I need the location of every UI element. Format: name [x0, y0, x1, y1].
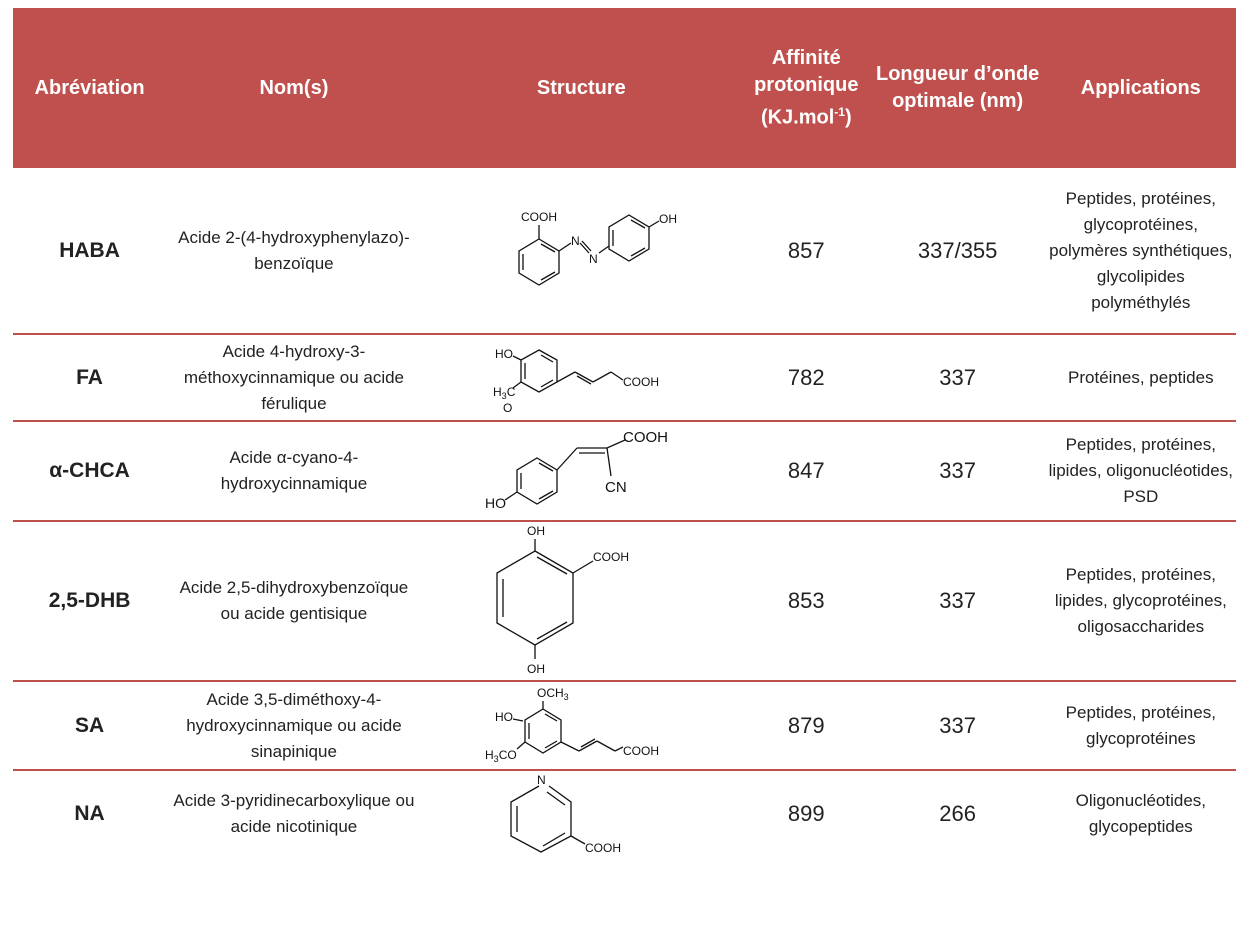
matrix-table: Abréviation Nom(s) Structure Affinité pr… [13, 8, 1236, 857]
sa-ho-label: HO [495, 710, 513, 724]
name-cell: Acide 2,5-dihydroxybenzoïque ou acide ge… [166, 521, 422, 682]
wavelength-cell: 337 [871, 681, 1044, 771]
abbreviation-cell: HABA [13, 168, 167, 335]
chca-cn-label: CN [605, 479, 627, 496]
dhb-oh-top-label: OH [527, 524, 545, 538]
affinity-cell: 853 [740, 521, 872, 682]
fa-h3c-label: H3C [493, 385, 516, 401]
header-row: Abréviation Nom(s) Structure Affinité pr… [13, 8, 1236, 168]
wavelength-cell: 337 [871, 334, 1044, 422]
applications-cell: Peptides, protéines, lipides, oligonuclé… [1043, 421, 1236, 522]
haba-oh-label: OH [659, 212, 677, 226]
header-structure: Structure [421, 8, 741, 168]
abbreviation-cell: α-CHCA [13, 421, 167, 522]
wavelength-cell: 337 [871, 421, 1044, 522]
structure-cell: COOH N N OH [421, 168, 741, 335]
structure-cell: OH COOH OH [421, 521, 741, 682]
dhb-oh-bottom-label: OH [527, 662, 545, 676]
abbreviation-cell: FA [13, 334, 167, 422]
table-row: HABA Acide 2-(4-hydroxyphenylazo)-benzoï… [13, 168, 1236, 335]
haba-n1-label: N [571, 234, 580, 248]
header-affinity-sup: -1 [834, 104, 845, 119]
haba-structure-icon: COOH N N OH [518, 210, 677, 286]
header-affinity-end: ) [844, 106, 852, 129]
abbreviation-cell: NA [74, 802, 105, 825]
applications-cell: Protéines, peptides [1043, 334, 1236, 422]
abbreviation-cell: SA [13, 681, 167, 771]
chca-ho-label: HO [485, 495, 506, 511]
name-cell: Acide 3,5-diméthoxy-4-hydroxycinnamique … [166, 681, 422, 771]
applications-cell: Oligonucléotides, glycopeptides [1075, 791, 1207, 836]
affinity-cell: 857 [740, 168, 872, 335]
affinity-cell: 879 [740, 681, 872, 771]
header-abbreviation: Abréviation [13, 8, 167, 168]
name-cell: Acide 2-(4-hydroxyphenylazo)-benzoïque [166, 168, 422, 335]
dhb-structure-icon: OH COOH OH [496, 524, 629, 676]
table-row: 2,5-DHB Acide 2,5-dihydroxybenzoïque ou … [13, 521, 1236, 682]
affinity-cell: 847 [740, 421, 872, 522]
sa-cooh-label: COOH [623, 744, 659, 758]
applications-cell: Peptides, protéines, glycoprotéines [1043, 681, 1236, 771]
sa-och3-label: OCH3 [537, 686, 569, 702]
table-row: FA Acide 4-hydroxy-3-méthoxycinnamique o… [13, 334, 1236, 422]
abbreviation-cell: 2,5-DHB [13, 521, 167, 682]
header-affinity: Affinité protonique (KJ.mol-1) [740, 8, 872, 168]
wavelength-cell: 337/355 [871, 168, 1044, 335]
chca-cooh-label: COOH [623, 429, 668, 446]
dhb-cooh-label: COOH [593, 550, 629, 564]
affinity-cell: 782 [740, 334, 872, 422]
sa-structure-icon: OCH3 HO H3CO COOH [485, 686, 659, 764]
affinity-cell: 899 [787, 801, 825, 826]
structure-cell: OCH3 HO H3CO COOH [421, 681, 741, 771]
haba-n2-label: N [589, 252, 598, 266]
na-structure-icon: N COOH [510, 773, 621, 855]
header-names: Nom(s) [166, 8, 422, 168]
fa-cooh-label: COOH [623, 375, 659, 389]
haba-cooh-label: COOH [521, 210, 557, 224]
wavelength-cell: 337 [871, 521, 1044, 682]
table-row: α-CHCA Acide α-cyano-4-hydroxycinnamique… [13, 421, 1236, 522]
chca-structure-icon: HO COOH CN [485, 429, 668, 511]
name-cell: Acide 3-pyridinecarboxylique ou acide ni… [173, 791, 415, 836]
applications-cell: Peptides, protéines, lipides, glycoproté… [1043, 521, 1236, 682]
applications-cell: Peptides, protéines, glycoprotéines, pol… [1043, 168, 1236, 335]
fa-ho-label: HO [495, 347, 513, 361]
wavelength-cell: 266 [939, 801, 976, 826]
name-cell: Acide 4-hydroxy-3-méthoxycinnamique ou a… [166, 334, 422, 422]
fa-structure-icon: HO H3C O COOH [493, 347, 659, 415]
header-applications: Applications [1043, 8, 1236, 168]
structure-cell: HO H3C O COOH [421, 334, 741, 422]
table-row: NA Acide 3-pyridinecarboxylique ou acide… [13, 770, 1236, 857]
structure-cell: N COOH [422, 770, 741, 857]
name-cell: Acide α-cyano-4-hydroxycinnamique [166, 421, 422, 522]
sa-h3co-label: H3CO [485, 748, 517, 764]
fa-o-label: O [503, 401, 512, 415]
na-n-label: N [537, 773, 546, 787]
table-row: SA Acide 3,5-diméthoxy-4-hydroxycinnamiq… [13, 681, 1236, 771]
header-affinity-text: Affinité protonique (KJ.mol [754, 46, 859, 129]
na-cooh-label: COOH [585, 841, 621, 855]
structure-cell: HO COOH CN [421, 421, 741, 522]
header-wavelength: Longueur d’onde optimale (nm) [871, 8, 1044, 168]
